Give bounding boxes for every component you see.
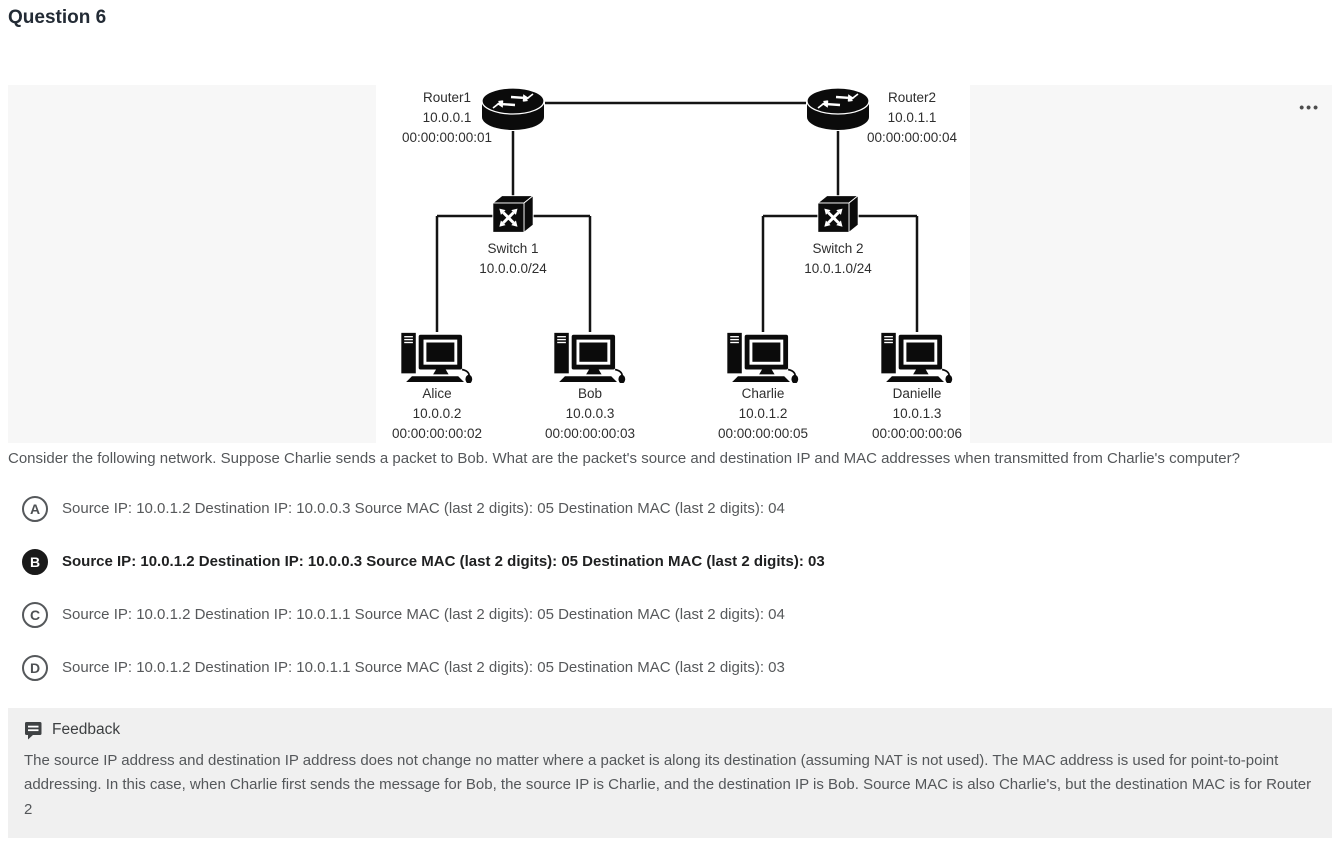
option-a-radio: A — [22, 495, 48, 522]
switch1-subnet: 10.0.0.0/24 — [479, 261, 547, 276]
host-bob-icon — [553, 331, 627, 383]
host-charlie-ip: 10.0.1.2 — [739, 406, 788, 421]
feedback-title: Feedback — [52, 721, 121, 738]
option-c-text: Source IP: 10.0.1.2 Destination IP: 10.0… — [62, 606, 785, 623]
answer-options: A Source IP: 10.0.1.2 Destination IP: 10… — [8, 495, 1332, 681]
host-danielle-mac: 00:00:00:00:06 — [872, 426, 962, 441]
router1-mac: 00:00:00:00:01 — [402, 130, 492, 145]
router1-icon — [482, 88, 544, 130]
host-danielle-icon — [880, 331, 954, 383]
host-alice-icon — [400, 331, 474, 383]
option-b-radio: B — [22, 548, 48, 575]
more-options-button[interactable]: ••• — [1295, 97, 1324, 117]
switch2-subnet: 10.0.1.0/24 — [804, 261, 872, 276]
switch1-name: Switch 1 — [487, 241, 538, 256]
network-diagram: Router1 10.0.0.1 00:00:00:00:01 Router2 … — [392, 85, 962, 441]
option-c[interactable]: C Source IP: 10.0.1.2 Destination IP: 10… — [8, 601, 1332, 628]
router2-name: Router2 — [888, 90, 936, 105]
option-d-text: Source IP: 10.0.1.2 Destination IP: 10.0… — [62, 659, 785, 676]
host-charlie-icon — [726, 331, 800, 383]
option-d-radio: D — [22, 654, 48, 681]
router2-icon — [807, 88, 869, 130]
option-b-text: Source IP: 10.0.1.2 Destination IP: 10.0… — [62, 553, 825, 570]
router1-name: Router1 — [423, 90, 471, 105]
host-charlie-name: Charlie — [742, 386, 785, 401]
page-title: Question 6 — [8, 7, 107, 28]
host-charlie-mac: 00:00:00:00:05 — [718, 426, 808, 441]
option-a-text: Source IP: 10.0.1.2 Destination IP: 10.0… — [62, 500, 785, 517]
host-danielle-name: Danielle — [893, 386, 942, 401]
router1-ip: 10.0.0.1 — [423, 110, 472, 125]
host-bob-name: Bob — [578, 386, 602, 401]
question-image-panel: ••• — [8, 85, 1332, 443]
network-links — [435, 101, 919, 332]
host-bob-ip: 10.0.0.3 — [566, 406, 615, 421]
feedback-comment-icon — [25, 721, 42, 739]
switch2-icon — [818, 196, 858, 233]
host-alice-ip: 10.0.0.2 — [413, 406, 462, 421]
option-a[interactable]: A Source IP: 10.0.1.2 Destination IP: 10… — [8, 495, 1332, 522]
option-b[interactable]: B Source IP: 10.0.1.2 Destination IP: 10… — [8, 548, 1332, 575]
host-danielle-ip: 10.0.1.3 — [893, 406, 942, 421]
switch1-icon — [493, 196, 533, 233]
network-diagram-image: Router1 10.0.0.1 00:00:00:00:01 Router2 … — [376, 85, 970, 443]
router2-mac: 00:00:00:00:04 — [867, 130, 958, 145]
option-c-radio: C — [22, 601, 48, 628]
question-text: Consider the following network. Suppose … — [8, 450, 1240, 467]
feedback-text: The source IP address and destination IP… — [24, 751, 1312, 818]
feedback-panel: Feedback The source IP address and desti… — [8, 707, 1332, 838]
option-d[interactable]: D Source IP: 10.0.1.2 Destination IP: 10… — [8, 654, 1332, 681]
switch2-name: Switch 2 — [812, 241, 863, 256]
feedback-header: Feedback — [24, 721, 1314, 740]
host-alice-mac: 00:00:00:00:02 — [392, 426, 482, 441]
router2-ip: 10.0.1.1 — [888, 110, 937, 125]
host-bob-mac: 00:00:00:00:03 — [545, 426, 635, 441]
host-alice-name: Alice — [422, 386, 451, 401]
